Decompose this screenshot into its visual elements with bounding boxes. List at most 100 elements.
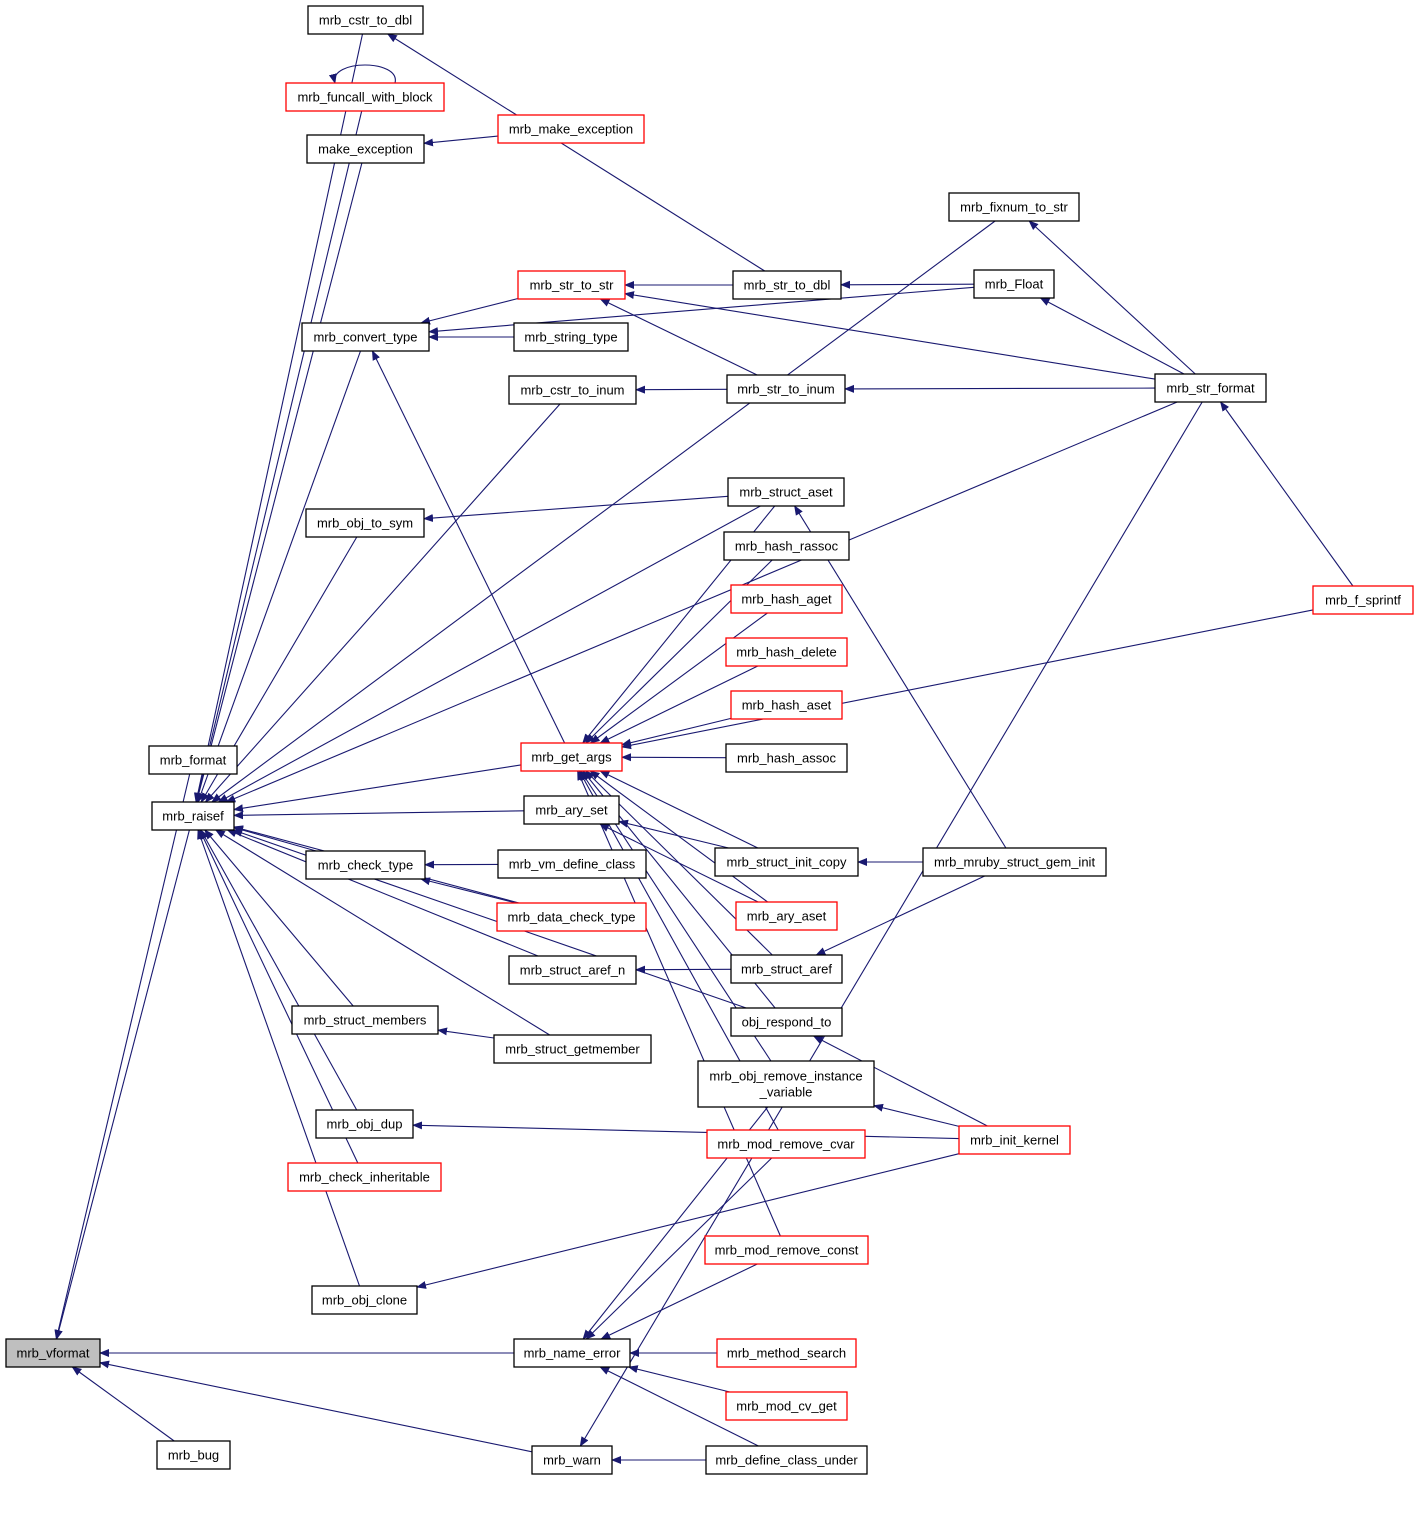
node-mrb_get_args[interactable]: mrb_get_args: [520, 742, 623, 772]
node-box[interactable]: [730, 690, 843, 720]
node-box[interactable]: [725, 1391, 848, 1421]
node-mrb_hash_delete[interactable]: mrb_hash_delete: [725, 637, 848, 667]
node-box[interactable]: [706, 1129, 866, 1159]
node-mrb_method_search[interactable]: mrb_method_search: [716, 1338, 857, 1368]
node-mrb_make_exception[interactable]: mrb_make_exception: [497, 114, 645, 144]
node-mrb_struct_init_copy[interactable]: mrb_struct_init_copy: [714, 847, 859, 877]
node-mrb_Float[interactable]: mrb_Float: [973, 269, 1055, 299]
node-box[interactable]: [1154, 373, 1267, 403]
node-box[interactable]: [705, 1445, 868, 1475]
node-box[interactable]: [513, 1338, 631, 1368]
node-mrb_ary_aset[interactable]: mrb_ary_aset: [735, 901, 838, 931]
node-mrb_format[interactable]: mrb_format: [148, 745, 238, 775]
node-box[interactable]: [973, 269, 1055, 299]
node-box[interactable]: [305, 508, 425, 538]
node-mrb_check_type[interactable]: mrb_check_type: [305, 850, 426, 880]
node-box[interactable]: [496, 902, 647, 932]
node-box[interactable]: [697, 1060, 875, 1108]
node-box[interactable]: [725, 637, 848, 667]
node-box[interactable]: [716, 1338, 857, 1368]
node-box[interactable]: [5, 1338, 101, 1368]
node-mrb_str_to_dbl[interactable]: mrb_str_to_dbl: [732, 270, 842, 300]
node-box[interactable]: [723, 531, 850, 561]
node-box[interactable]: [497, 849, 647, 879]
node-box[interactable]: [497, 114, 645, 144]
node-mrb_funcall_with_block[interactable]: mrb_funcall_with_block: [285, 82, 445, 112]
node-mrb_struct_aref_n[interactable]: mrb_struct_aref_n: [508, 955, 637, 985]
node-box[interactable]: [520, 742, 623, 772]
node-box[interactable]: [287, 1162, 442, 1192]
node-mrb_warn[interactable]: mrb_warn: [531, 1445, 613, 1475]
node-box[interactable]: [922, 847, 1107, 877]
node-mrb_cstr_to_dbl[interactable]: mrb_cstr_to_dbl: [307, 5, 424, 35]
node-box[interactable]: [958, 1125, 1071, 1155]
node-box[interactable]: [730, 1007, 843, 1037]
node-mrb_mruby_struct_gem_init[interactable]: mrb_mruby_struct_gem_init: [922, 847, 1107, 877]
node-mrb_vm_define_class[interactable]: mrb_vm_define_class: [497, 849, 647, 879]
node-box[interactable]: [301, 322, 430, 352]
node-mrb_hash_aset[interactable]: mrb_hash_aset: [730, 690, 843, 720]
node-mrb_vformat[interactable]: mrb_vformat: [5, 1338, 101, 1368]
node-box[interactable]: [305, 850, 426, 880]
node-box[interactable]: [307, 5, 424, 35]
node-box[interactable]: [508, 955, 637, 985]
node-box[interactable]: [523, 795, 620, 825]
node-mrb_cstr_to_inum[interactable]: mrb_cstr_to_inum: [508, 375, 637, 405]
node-box[interactable]: [726, 374, 846, 404]
node-box[interactable]: [727, 477, 845, 507]
node-mrb_obj_clone[interactable]: mrb_obj_clone: [311, 1285, 418, 1315]
node-make_exception[interactable]: make_exception: [306, 134, 425, 164]
node-mrb_struct_members[interactable]: mrb_struct_members: [291, 1005, 439, 1035]
node-box[interactable]: [493, 1034, 652, 1064]
node-mrb_bug[interactable]: mrb_bug: [156, 1440, 231, 1470]
node-mrb_hash_aget[interactable]: mrb_hash_aget: [730, 584, 843, 614]
node-box[interactable]: [1312, 585, 1414, 615]
node-mrb_hash_assoc[interactable]: mrb_hash_assoc: [725, 743, 848, 773]
node-box[interactable]: [306, 134, 425, 164]
node-mrb_data_check_type[interactable]: mrb_data_check_type: [496, 902, 647, 932]
node-mrb_struct_aref[interactable]: mrb_struct_aref: [730, 954, 843, 984]
node-box[interactable]: [315, 1109, 414, 1139]
node-mrb_mod_remove_const[interactable]: mrb_mod_remove_const: [704, 1235, 869, 1265]
node-box[interactable]: [948, 192, 1080, 222]
node-mrb_string_type[interactable]: mrb_string_type: [513, 322, 629, 352]
node-box[interactable]: [730, 954, 843, 984]
node-mrb_check_inheritable[interactable]: mrb_check_inheritable: [287, 1162, 442, 1192]
node-mrb_struct_aset[interactable]: mrb_struct_aset: [727, 477, 845, 507]
node-box[interactable]: [513, 322, 629, 352]
node-mrb_hash_rassoc[interactable]: mrb_hash_rassoc: [723, 531, 850, 561]
node-mrb_init_kernel[interactable]: mrb_init_kernel: [958, 1125, 1071, 1155]
node-mrb_obj_to_sym[interactable]: mrb_obj_to_sym: [305, 508, 425, 538]
node-mrb_struct_getmember[interactable]: mrb_struct_getmember: [493, 1034, 652, 1064]
node-mrb_str_format[interactable]: mrb_str_format: [1154, 373, 1267, 403]
node-box[interactable]: [714, 847, 859, 877]
node-mrb_ary_set[interactable]: mrb_ary_set: [523, 795, 620, 825]
node-box[interactable]: [531, 1445, 613, 1475]
node-box[interactable]: [517, 270, 626, 300]
node-box[interactable]: [725, 743, 848, 773]
node-mrb_raisef[interactable]: mrb_raisef: [151, 801, 235, 831]
node-mrb_convert_type[interactable]: mrb_convert_type: [301, 322, 430, 352]
node-mrb_str_to_str[interactable]: mrb_str_to_str: [517, 270, 626, 300]
node-obj_respond_to[interactable]: obj_respond_to: [730, 1007, 843, 1037]
node-mrb_f_sprintf[interactable]: mrb_f_sprintf: [1312, 585, 1414, 615]
node-mrb_mod_remove_cvar[interactable]: mrb_mod_remove_cvar: [706, 1129, 866, 1159]
node-mrb_name_error[interactable]: mrb_name_error: [513, 1338, 631, 1368]
node-mrb_fixnum_to_str[interactable]: mrb_fixnum_to_str: [948, 192, 1080, 222]
node-box[interactable]: [291, 1005, 439, 1035]
node-mrb_obj_dup[interactable]: mrb_obj_dup: [315, 1109, 414, 1139]
node-mrb_mod_cv_get[interactable]: mrb_mod_cv_get: [725, 1391, 848, 1421]
node-mrb_str_to_inum[interactable]: mrb_str_to_inum: [726, 374, 846, 404]
node-mrb_obj_remove_instance_variable[interactable]: mrb_obj_remove_instance_variable: [697, 1060, 875, 1108]
node-box[interactable]: [285, 82, 445, 112]
node-mrb_define_class_under[interactable]: mrb_define_class_under: [705, 1445, 868, 1475]
node-box[interactable]: [148, 745, 238, 775]
node-box[interactable]: [156, 1440, 231, 1470]
node-box[interactable]: [508, 375, 637, 405]
node-box[interactable]: [732, 270, 842, 300]
node-box[interactable]: [735, 901, 838, 931]
node-box[interactable]: [151, 801, 235, 831]
node-box[interactable]: [730, 584, 843, 614]
node-box[interactable]: [311, 1285, 418, 1315]
node-box[interactable]: [704, 1235, 869, 1265]
